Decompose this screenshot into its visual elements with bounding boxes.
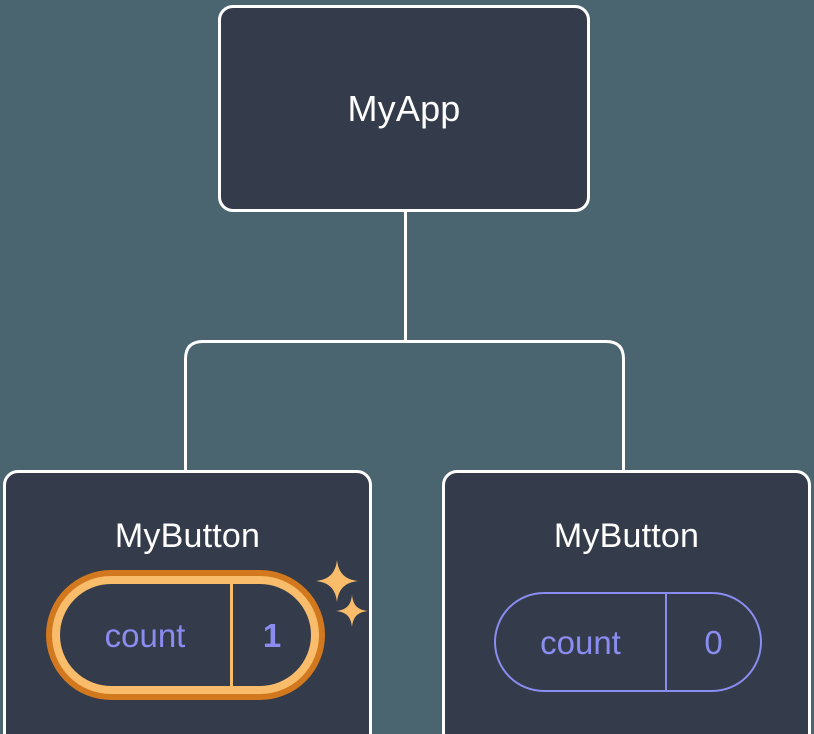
state-pill-left-wrapper: count 1 [46,570,325,700]
state-pill-right-wrapper: count 0 [494,592,762,692]
state-pill-inner: count 1 [52,576,319,694]
state-key-label: count [496,594,667,690]
sparkle-large-icon [316,560,358,602]
component-name-label: MyButton [553,517,700,555]
state-pill-plain[interactable]: count 0 [494,592,762,692]
component-node-myapp[interactable]: MyApp [218,5,590,212]
component-name-label: MyApp [347,87,461,129]
state-value-label: 0 [704,623,723,661]
edge-to-child-right [405,340,625,470]
component-name-label: MyButton [114,517,261,555]
state-pill-highlighted[interactable]: count 1 [46,570,325,700]
state-key-label: count [60,584,233,686]
state-value-label: 1 [262,616,282,654]
state-pill-inner: count 0 [496,594,760,690]
edge-to-child-left [184,340,406,470]
sparkle-small-icon [336,595,368,627]
